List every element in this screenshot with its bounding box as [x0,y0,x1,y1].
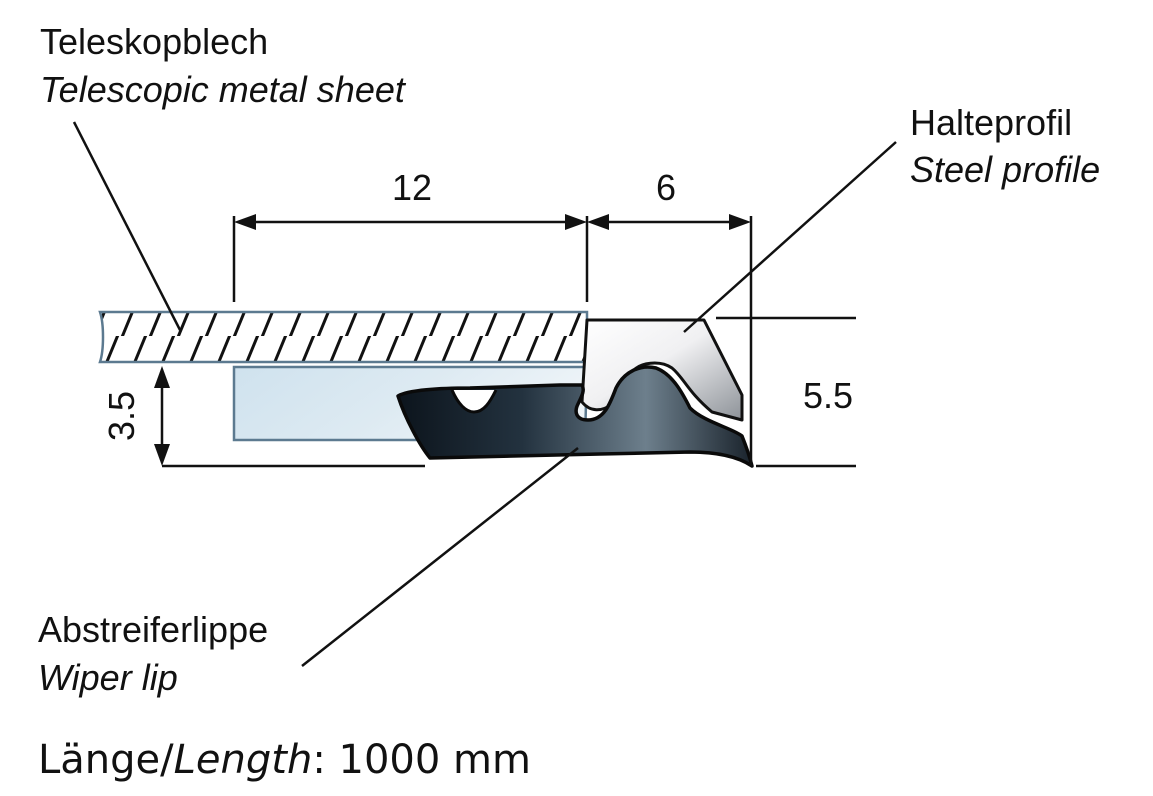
dimension-12: 12 [392,167,433,208]
label-steel-de: Halteprofil [910,102,1073,143]
label-wiper-de: Abstreiferlippe [38,609,269,650]
footer-separator: / [160,737,174,783]
label-wiper-en: Wiper lip [38,657,178,698]
dimension-5-5: 5.5 [803,375,854,416]
footer-length-en: Length [173,737,313,783]
footer-length: Länge/Length: 1000 mm [38,740,531,780]
telescopic-sheet [98,310,589,364]
footer-length-de: Länge [38,737,161,783]
label-telescopic-de: Teleskopblech [40,21,269,62]
dimension-lines [160,216,856,468]
label-telescopic-en: Telescopic metal sheet [40,69,405,110]
dimension-6: 6 [656,167,677,208]
label-steel-en: Steel profile [910,149,1101,190]
footer-length-value: : 1000 mm [312,737,531,783]
leader-lines [72,121,897,667]
dimension-arrows [154,214,751,466]
wiper-lip [396,365,754,468]
